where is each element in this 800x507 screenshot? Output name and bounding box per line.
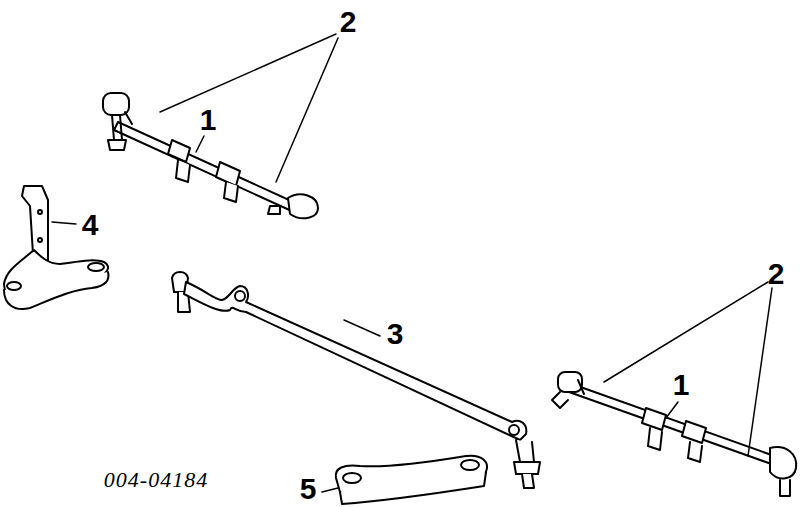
callout-number: 3	[387, 319, 404, 349]
callout-number: 2	[768, 259, 785, 289]
center-link	[172, 272, 540, 488]
callout-number: 2	[340, 7, 357, 37]
idler-arm	[4, 186, 108, 309]
callout-number: 5	[300, 474, 317, 504]
callout-number: 4	[82, 210, 99, 240]
callout-number: 1	[673, 370, 690, 400]
pitman-arm	[336, 456, 487, 504]
tie-rod-top	[103, 93, 318, 218]
callout-number: 1	[200, 105, 217, 135]
drawing-number: 004-04184	[104, 469, 208, 491]
leader-lines	[52, 34, 772, 492]
